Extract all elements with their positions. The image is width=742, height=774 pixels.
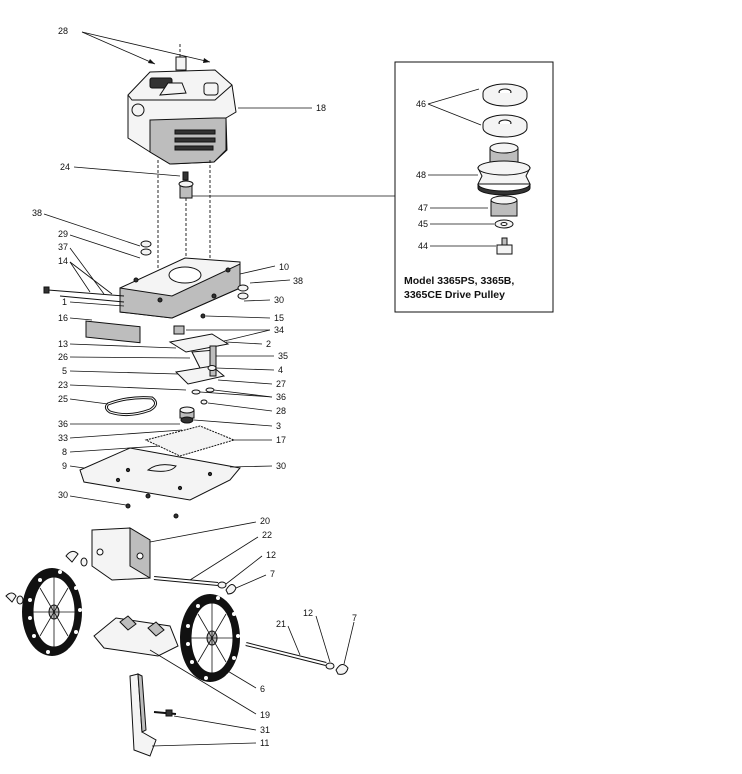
callout-20: 20: [260, 516, 270, 526]
callout-36-left: 36: [58, 419, 68, 429]
callout-7-upper: 7: [270, 569, 275, 579]
callout-3: 3: [276, 421, 281, 431]
callout-7-lower: 7: [352, 613, 357, 623]
callout-45: 45: [418, 219, 428, 229]
callout-30-top: 30: [274, 295, 284, 305]
callout-44: 44: [418, 241, 428, 251]
callout-17: 17: [276, 435, 286, 445]
drive-pulley-inset: 46 48 47 45 44 Model 3365PS, 3365B, 3365…: [190, 61, 554, 313]
hitch-19: [93, 615, 179, 657]
callout-28-lower: 28: [276, 406, 286, 416]
gasket-17: [144, 425, 236, 457]
callout-46: 46: [416, 99, 426, 109]
wheel-bracket-20: [91, 527, 151, 581]
callout-12-upper: 12: [266, 550, 276, 560]
bolt-44: [496, 237, 513, 255]
callout-35: 35: [278, 351, 288, 361]
inset-caption-line1: Model 3365PS, 3365B,: [404, 275, 514, 287]
callout-5: 5: [62, 366, 67, 376]
chassis-plate-10: [119, 257, 241, 319]
callout-24: 24: [60, 162, 70, 172]
callout-8: 8: [62, 447, 67, 457]
callout-2: 2: [266, 339, 271, 349]
inset-caption-line2: 3365CE Drive Pulley: [404, 289, 505, 301]
callout-1: 1: [62, 297, 67, 307]
callout-15: 15: [274, 313, 284, 323]
callout-37: 37: [58, 242, 68, 252]
callout-16: 16: [58, 313, 68, 323]
callout-25: 25: [58, 394, 68, 404]
callout-38-right: 38: [293, 276, 303, 286]
callout-28: 28: [58, 26, 68, 36]
callout-21: 21: [276, 619, 286, 629]
callout-48: 48: [416, 170, 426, 180]
pulley-3: [179, 406, 195, 424]
callout-38-left: 38: [32, 208, 42, 218]
inset-frame: [394, 61, 554, 313]
callout-13: 13: [58, 339, 68, 349]
lock-washer-45: [494, 219, 514, 229]
callout-27: 27: [276, 379, 286, 389]
idler-bracket: [168, 333, 230, 385]
spacer-47: [490, 195, 518, 217]
callout-26: 26: [58, 352, 68, 362]
callout-11: 11: [260, 738, 269, 748]
callout-31: 31: [260, 725, 270, 735]
callout-33: 33: [58, 433, 68, 443]
callout-19: 19: [260, 710, 270, 720]
deck-cover-9: [79, 447, 241, 501]
callout-6: 6: [260, 684, 265, 694]
callout-10: 10: [279, 262, 289, 272]
right-wheel: [180, 594, 240, 682]
belt-25: [104, 396, 157, 417]
washer-46-upper: [482, 83, 528, 107]
callout-4: 4: [278, 365, 283, 375]
left-wheel: [22, 568, 82, 656]
callout-30-mid: 30: [276, 461, 286, 471]
callout-14: 14: [58, 256, 68, 266]
callout-36-right: 36: [276, 392, 286, 402]
pulley-48: [477, 142, 531, 196]
handle-11: [129, 673, 157, 757]
engine-18: [127, 44, 237, 199]
callout-30-lower: 30: [58, 490, 68, 500]
callout-23: 23: [58, 380, 68, 390]
callout-22: 22: [262, 530, 272, 540]
washer-46-lower: [482, 114, 528, 138]
callout-47: 47: [418, 203, 428, 213]
callout-9: 9: [62, 461, 67, 471]
callout-29: 29: [58, 229, 68, 239]
callout-12-lower: 12: [303, 608, 313, 618]
callout-34: 34: [274, 325, 284, 335]
callout-18: 18: [316, 103, 326, 113]
